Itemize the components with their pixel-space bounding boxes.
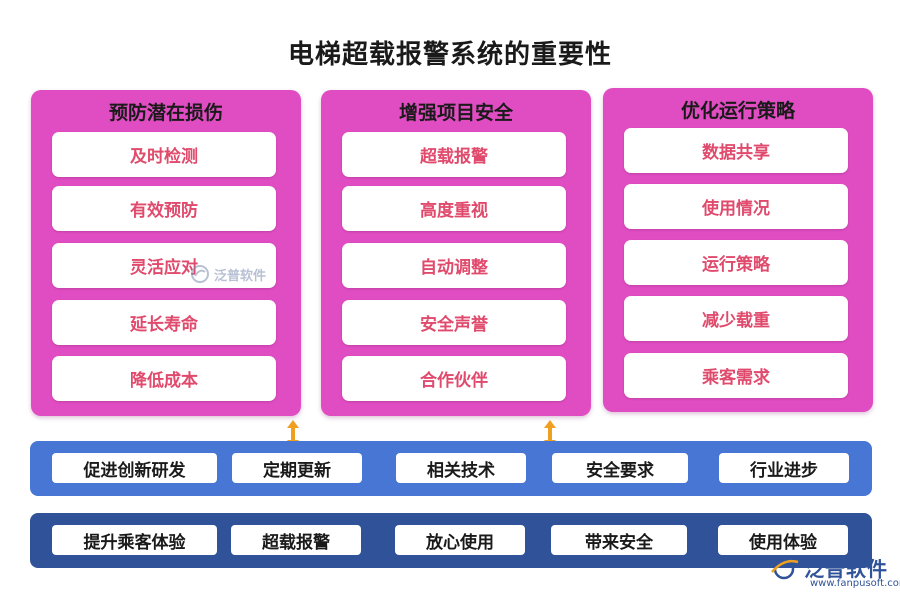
panel-title: 预防潜在损伤 (108, 102, 223, 124)
panel-item: 及时检测 (52, 132, 276, 177)
band-pill: 安全要求 (552, 453, 688, 483)
diagram-title: 电梯超载报警系统的重要性 (287, 40, 612, 70)
watermark-text: 泛普软件 (214, 268, 267, 284)
panel-title: 增强项目安全 (398, 102, 513, 124)
band-pill: 放心使用 (395, 525, 525, 555)
brand-logo: 泛普软件 (770, 553, 888, 582)
panel-item: 合作伙伴 (342, 356, 566, 401)
band-pill: 促进创新研发 (52, 453, 217, 483)
panel-item: 有效预防 (52, 186, 276, 231)
panel-project-safety: 增强项目安全 超载报警 高度重视 自动调整 安全声誉 合作伙伴 (321, 90, 591, 416)
panel-item: 降低成本 (52, 356, 276, 401)
brand-name: 泛普软件 (804, 557, 888, 581)
band-pill: 相关技术 (396, 453, 526, 483)
band-pill: 定期更新 (232, 453, 362, 483)
band-pill: 使用体验 (718, 525, 848, 555)
band-innovation: 促进创新研发 定期更新 相关技术 安全要求 行业进步 (30, 441, 872, 496)
panel-title: 优化运行策略 (680, 100, 795, 122)
panel-item: 延长寿命 (52, 300, 276, 345)
panel-item: 超载报警 (342, 132, 566, 177)
panel-item: 高度重视 (342, 186, 566, 231)
band-pill: 超载报警 (231, 525, 361, 555)
panel-item: 数据共享 (624, 128, 848, 173)
panel-item: 安全声誉 (342, 300, 566, 345)
watermark: 泛普软件 (190, 264, 266, 284)
brand-logo-icon (771, 558, 799, 579)
panel-item: 灵活应对 (52, 243, 276, 288)
panel-item: 使用情况 (624, 184, 848, 229)
watermark-logo-icon (191, 265, 209, 283)
panel-item: 减少载重 (624, 296, 848, 341)
panel-optimize-strategy: 优化运行策略 数据共享 使用情况 运行策略 减少载重 乘客需求 (603, 88, 873, 412)
panel-item: 运行策略 (624, 240, 848, 285)
panel-item: 自动调整 (342, 243, 566, 288)
band-pill: 行业进步 (719, 453, 849, 483)
band-experience: 提升乘客体验 超载报警 放心使用 带来安全 使用体验 (30, 513, 872, 568)
brand-url: www.fanpusoft.com (810, 578, 900, 589)
panel-prevent-damage: 预防潜在损伤 及时检测 有效预防 灵活应对 延长寿命 降低成本 (31, 90, 301, 416)
band-pill: 提升乘客体验 (52, 525, 217, 555)
band-pill: 带来安全 (551, 525, 687, 555)
panel-item: 乘客需求 (624, 353, 848, 398)
